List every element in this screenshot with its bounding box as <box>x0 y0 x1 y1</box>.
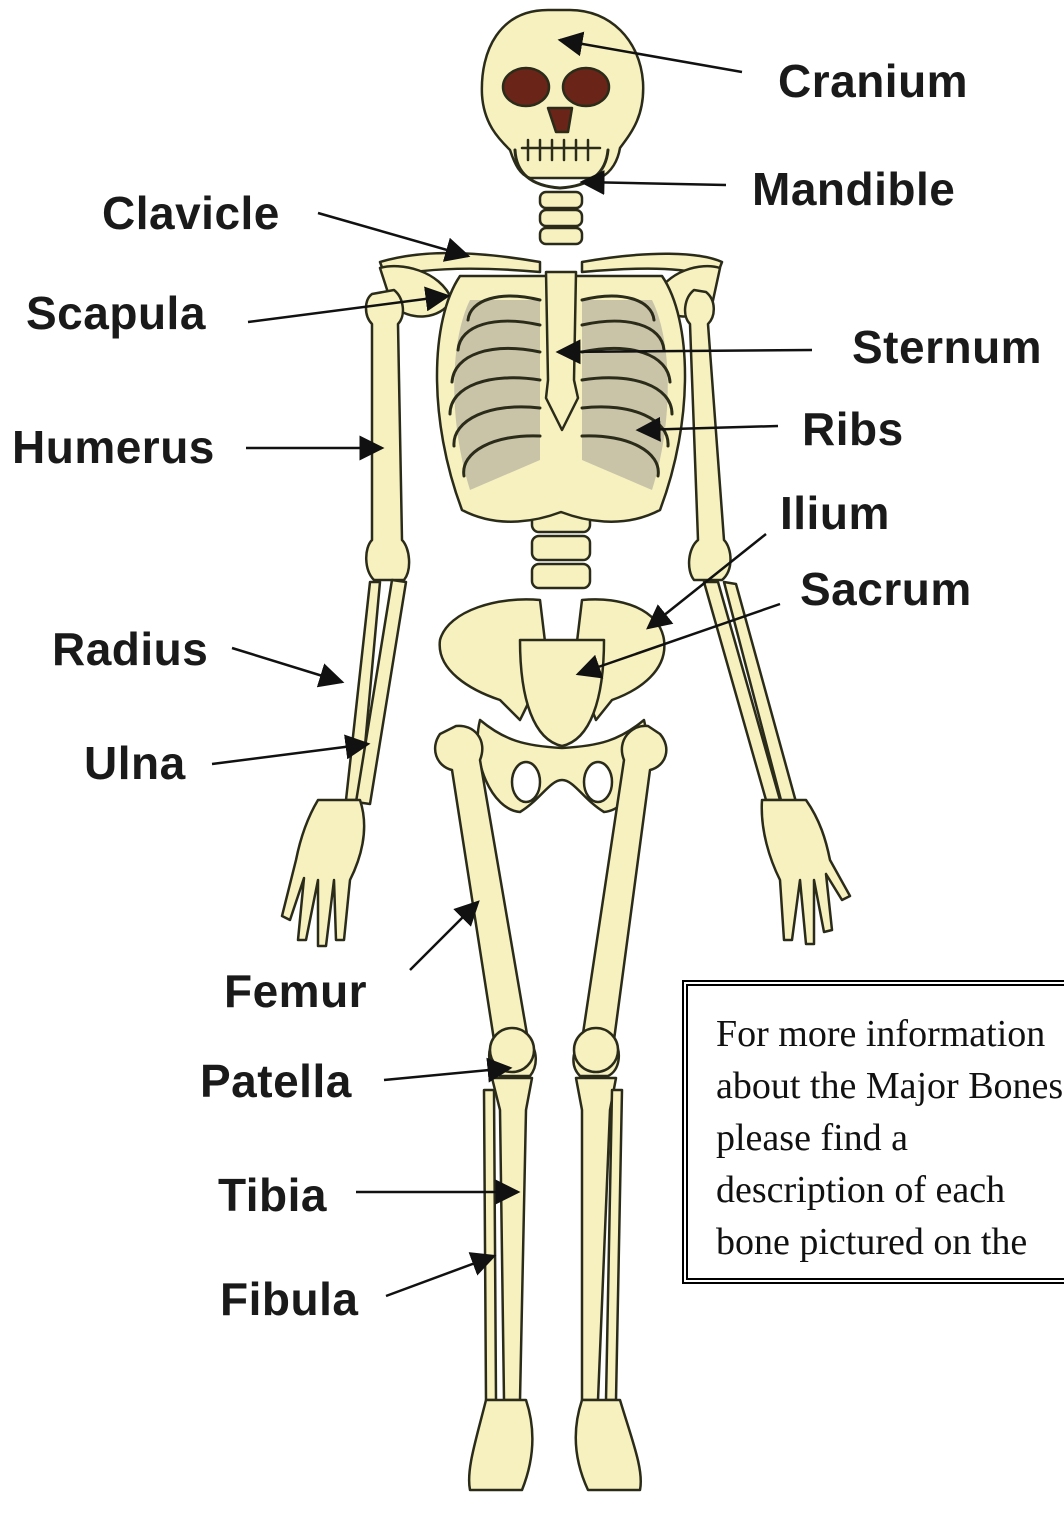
label-humerus: Humerus <box>12 424 215 470</box>
left-hand <box>282 800 364 946</box>
label-scapula: Scapula <box>26 290 206 336</box>
leader-clavicle <box>318 213 468 256</box>
vertebra-c <box>540 210 582 226</box>
label-tibia: Tibia <box>218 1172 327 1218</box>
left-foot <box>469 1400 532 1490</box>
right-hand <box>762 800 850 944</box>
left-humerus-bone <box>366 290 409 580</box>
vertebra-c <box>540 228 582 244</box>
label-ulna: Ulna <box>84 740 186 786</box>
info-box: For more information about the Major Bon… <box>682 980 1064 1284</box>
obturator-foramen-left <box>512 762 540 802</box>
leader-radius <box>232 648 342 682</box>
leader-mandible <box>582 182 726 185</box>
sacrum-bone <box>520 640 604 746</box>
vertebra-l <box>532 536 590 560</box>
right-leg <box>573 726 666 1490</box>
label-patella: Patella <box>200 1058 352 1104</box>
label-ribs: Ribs <box>802 406 904 452</box>
label-sternum: Sternum <box>852 324 1042 370</box>
label-sacrum: Sacrum <box>800 566 972 612</box>
label-clavicle: Clavicle <box>102 190 280 236</box>
skull <box>482 10 643 188</box>
left-arm <box>282 290 409 946</box>
left-leg <box>435 726 536 1490</box>
label-femur: Femur <box>224 968 367 1014</box>
label-mandible: Mandible <box>752 166 955 212</box>
left-tibia-bone <box>492 1078 532 1400</box>
leader-fibula <box>386 1256 494 1296</box>
right-eye-socket <box>563 68 609 106</box>
left-patella-bone <box>490 1028 534 1072</box>
label-cranium: Cranium <box>778 58 968 104</box>
left-fibula-bone <box>484 1090 496 1400</box>
leader-femur <box>410 902 478 970</box>
vertebra-c <box>540 192 582 208</box>
obturator-foramen-right <box>584 762 612 802</box>
vertebra-l <box>532 564 590 588</box>
leader-ulna <box>212 744 368 764</box>
label-ilium: Ilium <box>780 490 890 536</box>
label-fibula: Fibula <box>220 1276 358 1322</box>
right-arm <box>685 290 850 944</box>
label-radius: Radius <box>52 626 208 672</box>
right-patella-bone <box>574 1028 618 1072</box>
rib-cage <box>437 272 685 522</box>
right-foot <box>576 1400 641 1490</box>
right-humerus-bone <box>685 290 730 580</box>
left-eye-socket <box>503 68 549 106</box>
info-box-text: For more information about the Major Bon… <box>716 1008 1064 1284</box>
